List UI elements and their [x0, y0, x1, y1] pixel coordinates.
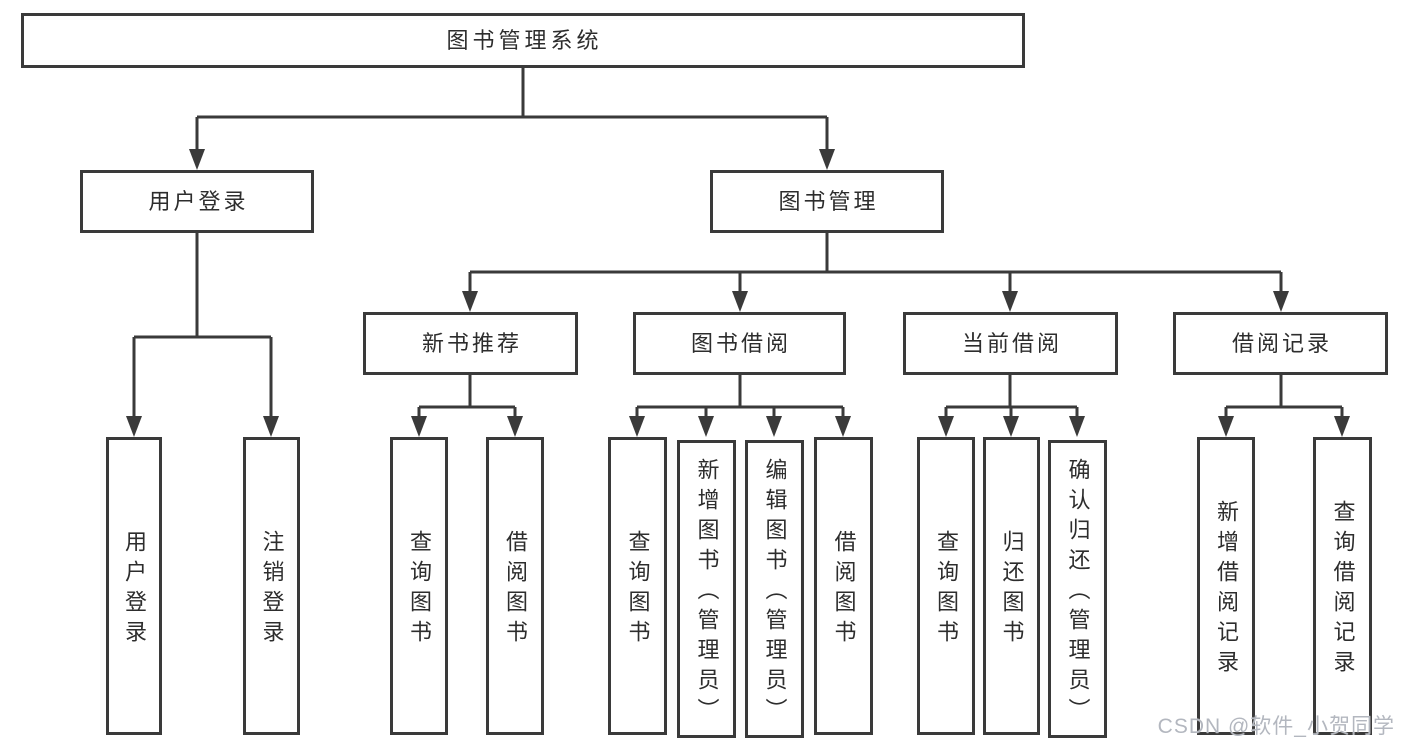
node-leaf-query-book-recommend: 查询图书 — [390, 437, 448, 735]
arrowhead-icons — [126, 149, 1350, 437]
node-leaf-query-book-borrowing: 查询图书 — [608, 437, 667, 735]
csdn-watermark: CSDN @软件_小贺同学 — [1157, 715, 1395, 738]
node-leaf-add-book-admin: 新增图书（管理员） — [677, 440, 736, 738]
node-book-management: 图书管理 — [710, 170, 944, 233]
node-leaf-borrow-book: 借阅图书 — [814, 437, 873, 735]
node-leaf-query-borrow-record: 查询借阅记录 — [1313, 437, 1372, 735]
node-new-book-recommendation: 新书推荐 — [363, 312, 578, 375]
node-leaf-query-book-current: 查询图书 — [917, 437, 975, 735]
node-leaf-confirm-return-admin: 确认归还（管理员） — [1048, 440, 1107, 738]
node-borrowing-records: 借阅记录 — [1173, 312, 1388, 375]
node-leaf-borrow-book-recommend: 借阅图书 — [486, 437, 544, 735]
node-leaf-return-book: 归还图书 — [983, 437, 1040, 735]
node-leaf-edit-book-admin: 编辑图书（管理员） — [745, 440, 804, 738]
node-leaf-user-login: 用户登录 — [106, 437, 162, 735]
node-leaf-add-borrow-record: 新增借阅记录 — [1197, 437, 1255, 735]
node-current-borrowing: 当前借阅 — [903, 312, 1118, 375]
node-leaf-logout-login: 注销登录 — [243, 437, 300, 735]
node-user-login: 用户登录 — [80, 170, 314, 233]
node-library-management-system: 图书管理系统 — [21, 13, 1025, 68]
node-book-borrowing: 图书借阅 — [633, 312, 846, 375]
